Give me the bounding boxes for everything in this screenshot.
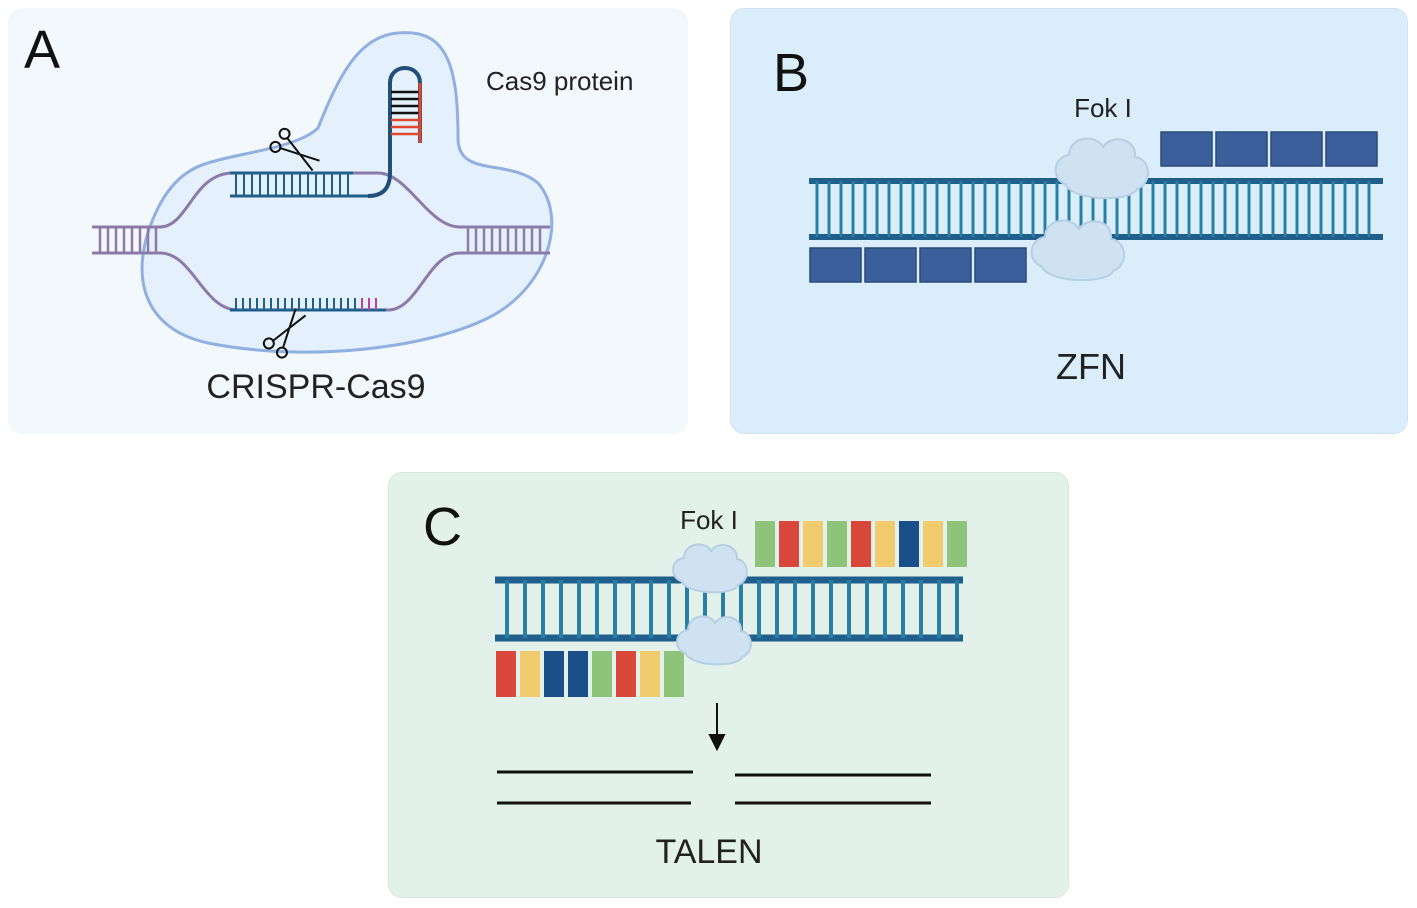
panel-a-crispr: A Cas9 protein [8, 8, 688, 434]
cas9-protein-label: Cas9 protein [486, 66, 633, 96]
tale-repeat [779, 521, 799, 567]
tale-repeat [803, 521, 823, 567]
tale-repeat [592, 651, 612, 697]
scissors-icon [262, 308, 307, 359]
guide-rna-rungs [235, 173, 349, 196]
left-dna-rungs [98, 227, 158, 253]
tale-repeat [875, 521, 895, 567]
zinc-finger-block [864, 247, 917, 283]
zinc-finger-block [809, 247, 862, 283]
crispr-diagram: A Cas9 protein [24, 20, 633, 406]
tale-repeat [616, 651, 636, 697]
zinc-finger-array-bottom [809, 247, 1027, 283]
panel-c-letter: C [423, 497, 462, 557]
down-arrow-icon [708, 703, 726, 752]
tale-repeat [520, 651, 540, 697]
fok1-cloud-icon [1054, 137, 1149, 200]
cleaved-dna-right [735, 773, 931, 805]
panel-b-zfn: B Fok I ZFN [730, 8, 1408, 434]
cleaved-dna-left [497, 770, 693, 805]
tale-repeat-array-bottom [496, 651, 684, 697]
tale-repeat [664, 651, 684, 697]
zinc-finger-array-top [1160, 131, 1378, 167]
tale-repeat [899, 521, 919, 567]
fok1-cloud-icon [672, 543, 748, 594]
panel-c-title: TALEN [655, 833, 762, 871]
tale-repeat [755, 521, 775, 567]
panel-c-talen: C Fok I TALEN [388, 472, 1069, 898]
tale-repeat [923, 521, 943, 567]
panel-a-letter: A [24, 20, 60, 80]
zinc-finger-block [1270, 131, 1323, 167]
zinc-finger-block [919, 247, 972, 283]
tale-repeat [640, 651, 660, 697]
tale-repeat [568, 651, 588, 697]
right-dna-rungs [466, 227, 542, 253]
bottom-strand-rungs [235, 298, 377, 310]
zinc-finger-block [974, 247, 1027, 283]
cas9-protein-shape [140, 31, 554, 354]
tale-repeat [851, 521, 871, 567]
panel-b-title: ZFN [1056, 346, 1126, 387]
fok1-label: Fok I [680, 505, 738, 535]
dna-base-pairs [815, 181, 1371, 237]
zfn-diagram: B Fok I ZFN [773, 43, 1383, 387]
zinc-finger-block [1215, 131, 1268, 167]
panel-a-title: CRISPR-Cas9 [206, 368, 425, 406]
zinc-finger-block [1160, 131, 1213, 167]
tale-repeat [947, 521, 967, 567]
scissors-icon [269, 127, 320, 172]
tale-repeat [827, 521, 847, 567]
tale-repeat-array-top [755, 521, 967, 567]
fok1-cloud-icon [1030, 219, 1125, 282]
hairpin-rungs [391, 90, 419, 136]
talen-diagram: C Fok I TALEN [423, 497, 967, 871]
panel-b-letter: B [773, 43, 809, 103]
tale-repeat [544, 651, 564, 697]
fok1-label: Fok I [1074, 93, 1132, 123]
fok1-cloud-icon [676, 615, 752, 666]
guide-rna-tail [367, 66, 422, 198]
tale-repeat [496, 651, 516, 697]
zinc-finger-block [1325, 131, 1378, 167]
